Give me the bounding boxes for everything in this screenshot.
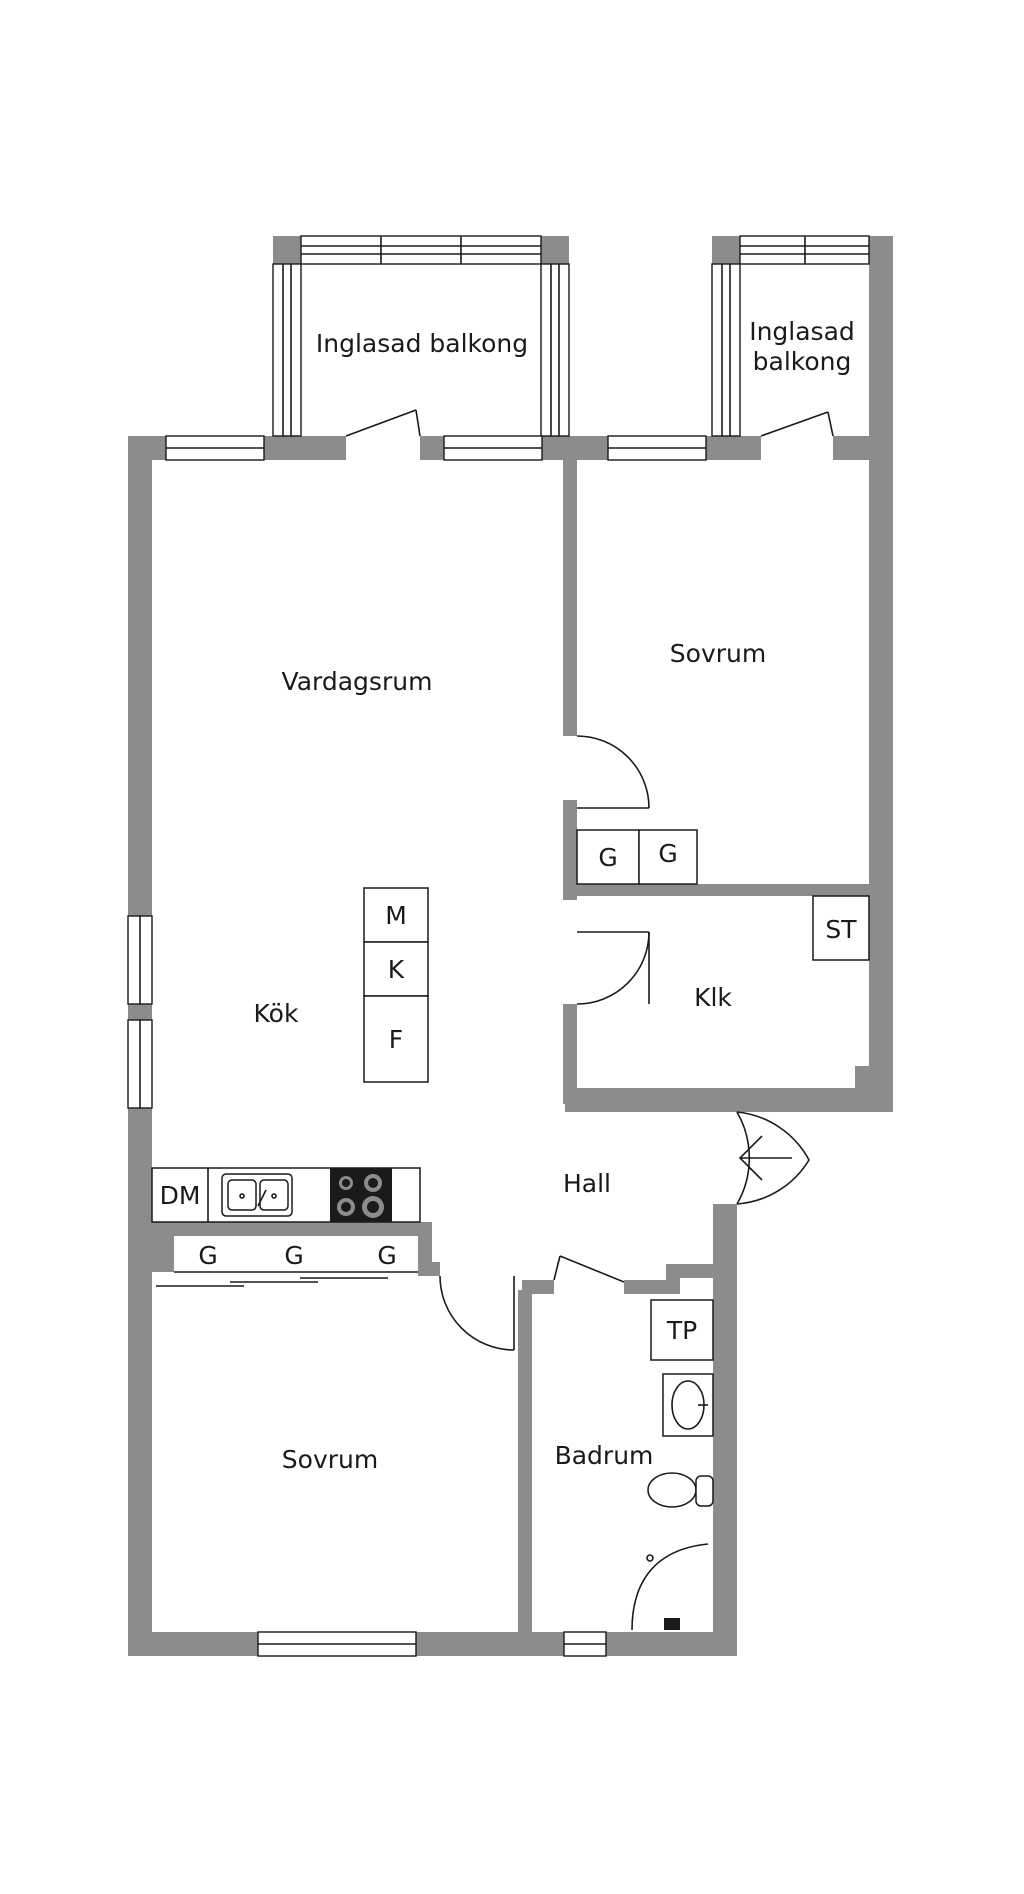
hall-wall-jog [713, 1088, 737, 1108]
doors [345, 409, 834, 1351]
room-balcony-right-line2: balkong [753, 347, 852, 376]
island-m-label: M [385, 901, 407, 930]
laundry-label: TP [666, 1316, 697, 1345]
room-balcony-left: Inglasad balkong [316, 329, 528, 358]
wall-bath-top-left [518, 1280, 556, 1294]
wardrobe-bottom: G G G [156, 1241, 418, 1287]
door-bedroom-top [576, 735, 650, 809]
room-labels: Inglasad balkong Inglasad balkong Vardag… [254, 317, 855, 1474]
window-balcony-left-left [272, 263, 302, 437]
room-bedroom-bottom: Sovrum [282, 1445, 378, 1474]
room-bedroom-top: Sovrum [670, 639, 766, 668]
room-balcony-right-line1: Inglasad [749, 317, 855, 346]
kitchen-counter: DM [151, 1167, 421, 1223]
wall-living-closet-lower [563, 1004, 577, 1104]
stove-icon [330, 1168, 392, 1222]
window-balcony-left-right [540, 263, 570, 437]
door-closet [576, 931, 650, 1005]
window-balcony-right-left [711, 263, 741, 437]
wall-wardrobe-left [152, 1236, 174, 1272]
toilet-icon [647, 1472, 714, 1508]
room-living: Vardagsrum [282, 667, 433, 696]
main-wall-right-upper [869, 236, 893, 1112]
wall-kitchen-bedroom [152, 1222, 432, 1236]
room-bathroom: Badrum [555, 1441, 654, 1470]
dishwasher-label: DM [160, 1181, 201, 1210]
entrance-arrow-icon [738, 1135, 763, 1181]
wardrobe-bottom-label-2: G [284, 1241, 303, 1270]
door-openings [346, 434, 833, 1296]
windows [127, 235, 870, 1657]
main-wall-bottom [128, 1632, 737, 1656]
room-kitchen: Kök [254, 999, 299, 1028]
wardrobe-bottom-label-3: G [377, 1241, 396, 1270]
island-f-label: F [389, 1025, 403, 1054]
wardrobe-top-label-2: G [658, 839, 677, 868]
window-balcony-left-top [300, 235, 542, 265]
room-closet: Klk [694, 983, 732, 1012]
wall-kitchen-bedroom-step2 [418, 1262, 440, 1276]
wardrobe-bottom-label-1: G [198, 1241, 217, 1270]
storage-label: ST [825, 915, 857, 944]
room-hall: Hall [563, 1169, 611, 1198]
door-bedroom-bottom [439, 1275, 515, 1351]
washbasin-icon [662, 1373, 714, 1437]
kitchen-island: M K F [363, 887, 429, 1083]
wall-bedroom-bath [518, 1282, 532, 1656]
wardrobe-top: G G [576, 829, 698, 885]
laundry: TP [650, 1299, 714, 1361]
wardrobe-top-label-1: G [598, 843, 617, 872]
door-balcony-right [760, 411, 829, 437]
wall-bath-top-step2 [622, 1280, 680, 1294]
island-k-label: K [388, 955, 405, 984]
wall-bedroom-closet [563, 884, 893, 896]
shower-icon [631, 1543, 709, 1631]
wall-living-bedroom [563, 460, 577, 736]
wall-bath-top-right [666, 1264, 737, 1278]
closet-corner [855, 1066, 869, 1088]
wall-living-closet [563, 800, 577, 900]
storage: ST [812, 895, 870, 961]
door-bathroom [553, 1255, 561, 1281]
sink-icon [221, 1173, 293, 1217]
door-balcony-left [345, 409, 417, 437]
